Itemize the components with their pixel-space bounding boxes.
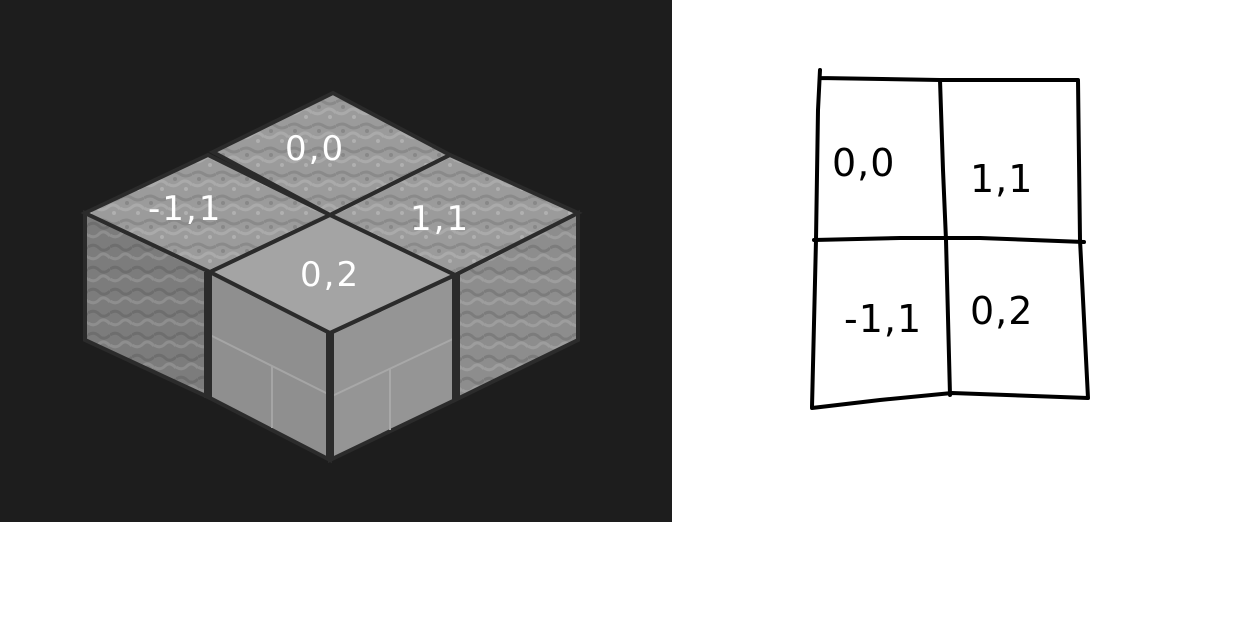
grid-vertical-divider [938, 78, 952, 397]
tile-label-0-0: 0,0 [285, 129, 345, 169]
tile-label-neg1-1: -1,1 [148, 189, 222, 229]
tile-label-0-2: 0,2 [300, 255, 360, 295]
grid-outer-border [810, 68, 1090, 410]
grid-sketch-svg: 0,0 1,1 -1,1 0,2 [810, 68, 1090, 410]
isometric-blocks-svg: 0,0 -1,1 1,1 0,2 [80, 90, 583, 464]
isometric-view-panel: 0,0 -1,1 1,1 0,2 [0, 0, 672, 522]
grid-sketch-panel: 0,0 1,1 -1,1 0,2 [780, 50, 1120, 430]
grid-cell-label-0-2: 0,2 [970, 289, 1033, 333]
grid-cell-label-neg1-1: -1,1 [844, 297, 922, 341]
grid-horizontal-divider [812, 236, 1086, 244]
grid-cell-label-0-0: 0,0 [832, 141, 895, 185]
front-right-brick-lines [329, 337, 456, 430]
grid-cell-label-1-1: 1,1 [970, 157, 1033, 201]
front-left-brick-lines [209, 334, 331, 428]
tile-label-1-1: 1,1 [410, 199, 470, 239]
